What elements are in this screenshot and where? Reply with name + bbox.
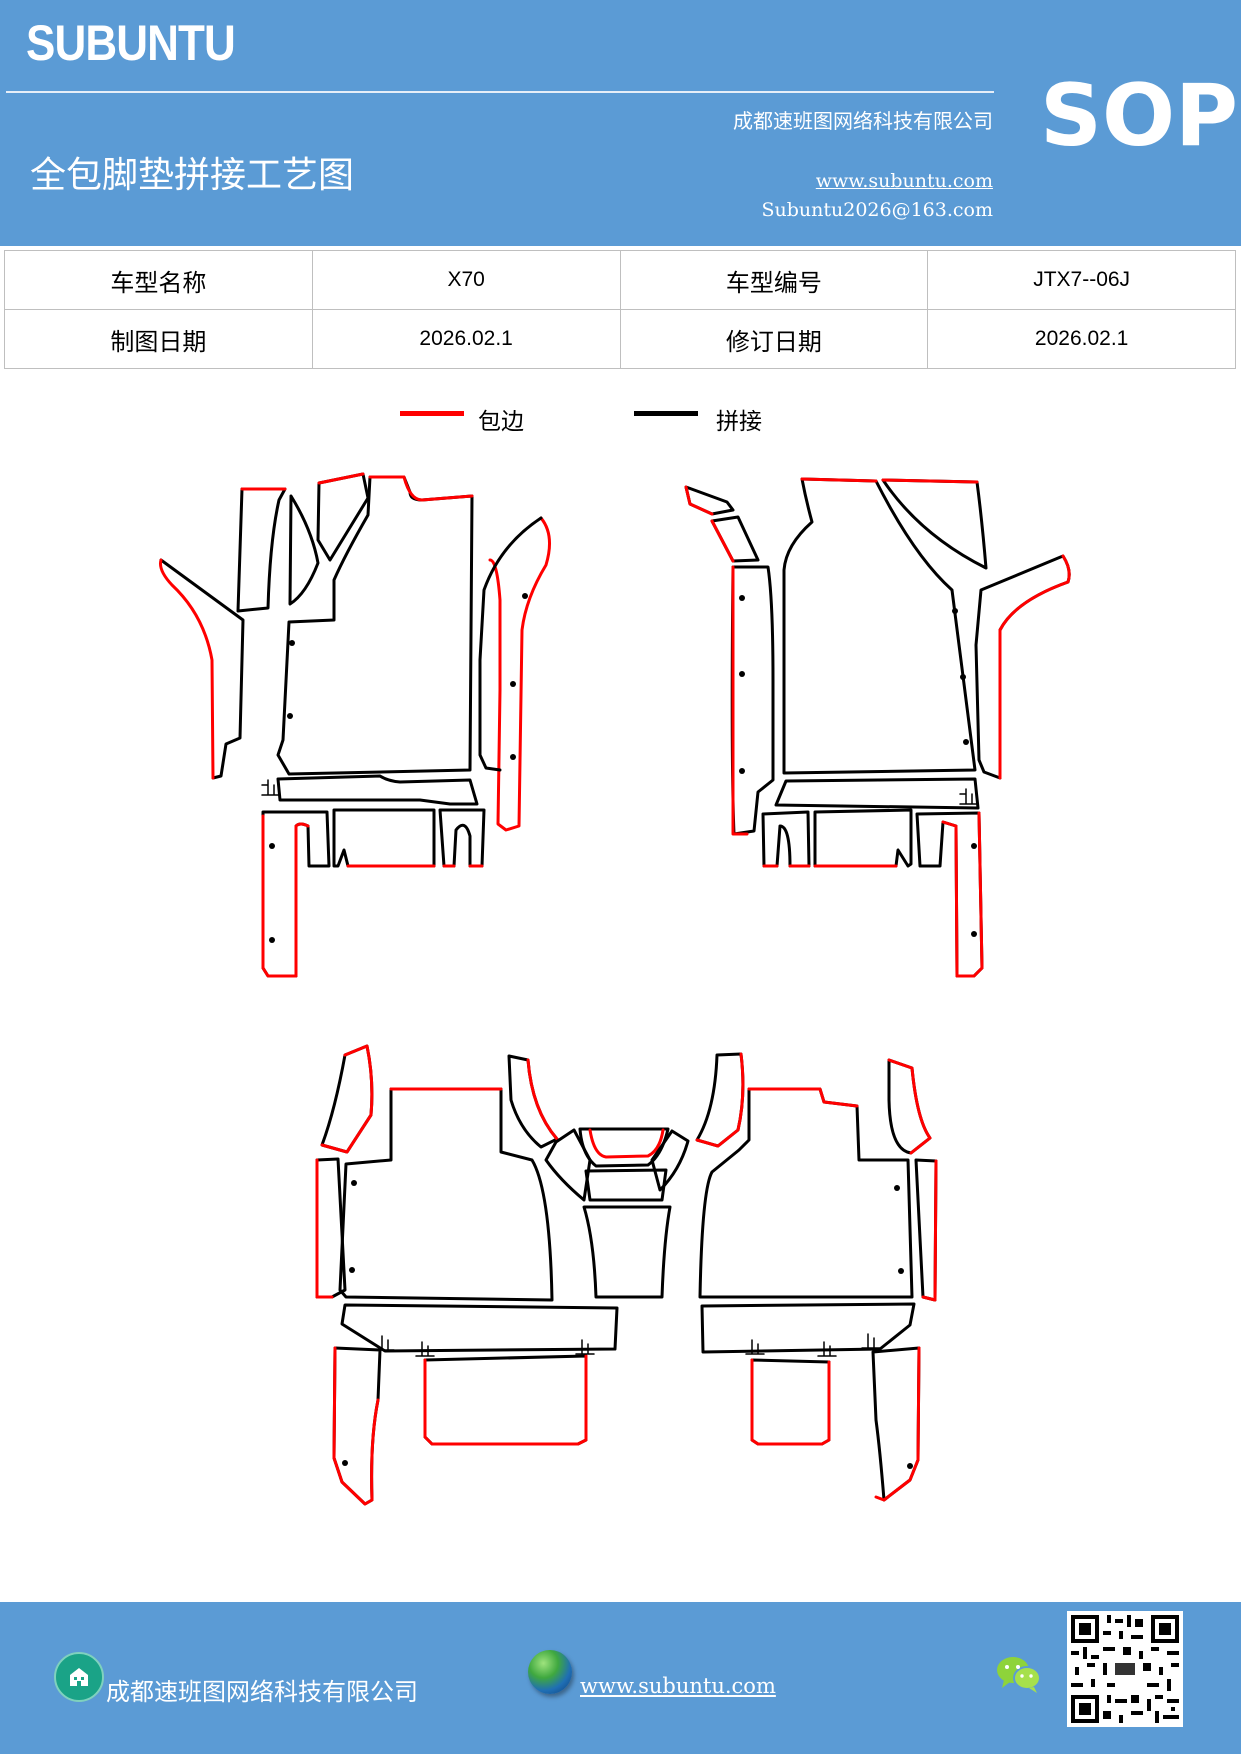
info-row: 制图日期 2026.02.1 修订日期 2026.02.1 bbox=[4, 309, 1236, 369]
qr-code bbox=[1067, 1611, 1183, 1727]
edge-legend-label: 包边 bbox=[478, 409, 524, 435]
email-address: Subuntu2026@163.com bbox=[761, 199, 993, 221]
info-row: 车型名称 X70 车型编号 JTX7--06J bbox=[4, 250, 1236, 310]
wechat-icon[interactable] bbox=[996, 1654, 1042, 1694]
floor-mat-diagram bbox=[159, 472, 1071, 1506]
legend: 包边 拼接 bbox=[400, 402, 840, 438]
doc-type-label: SOP bbox=[1040, 66, 1239, 166]
model-code-value: JTX7--06J bbox=[927, 250, 1236, 310]
draw-date-value: 2026.02.1 bbox=[311, 309, 621, 369]
revision-date-value: 2026.02.1 bbox=[927, 309, 1236, 369]
website-link[interactable]: www.subuntu.com bbox=[815, 170, 993, 192]
model-name-label: 车型名称 bbox=[4, 250, 313, 310]
front-left-mat-group bbox=[159, 472, 552, 978]
page-header: SUBUNTU 成都速班图网络科技有限公司 全包脚垫拼接工艺图 www.subu… bbox=[0, 0, 1241, 246]
info-table: 车型名称 X70 车型编号 JTX7--06J 制图日期 2026.02.1 修… bbox=[4, 250, 1236, 369]
edge-legend-swatch bbox=[400, 411, 464, 416]
page-footer: 成都速班图网络科技有限公司 www.subuntu.com bbox=[0, 1602, 1241, 1754]
document-title: 全包脚垫拼接工艺图 bbox=[30, 155, 355, 196]
rear-mat-group bbox=[315, 1044, 938, 1506]
footer-company-name: 成都速班图网络科技有限公司 bbox=[106, 1678, 418, 1706]
revision-date-label: 修订日期 bbox=[619, 309, 929, 369]
front-right-mat-group bbox=[684, 477, 1071, 978]
splice-legend-swatch bbox=[634, 411, 698, 416]
model-code-label: 车型编号 bbox=[619, 250, 929, 310]
company-name: 成都速班图网络科技有限公司 bbox=[733, 109, 993, 133]
building-icon bbox=[54, 1652, 104, 1702]
splice-legend-label: 拼接 bbox=[716, 409, 762, 435]
draw-date-label: 制图日期 bbox=[4, 309, 313, 369]
header-divider bbox=[6, 91, 994, 93]
footer-website-link[interactable]: www.subuntu.com bbox=[580, 1674, 776, 1698]
globe-icon bbox=[528, 1650, 572, 1694]
model-name-value: X70 bbox=[311, 250, 621, 310]
brand-logo: SUBUNTU bbox=[26, 15, 236, 71]
